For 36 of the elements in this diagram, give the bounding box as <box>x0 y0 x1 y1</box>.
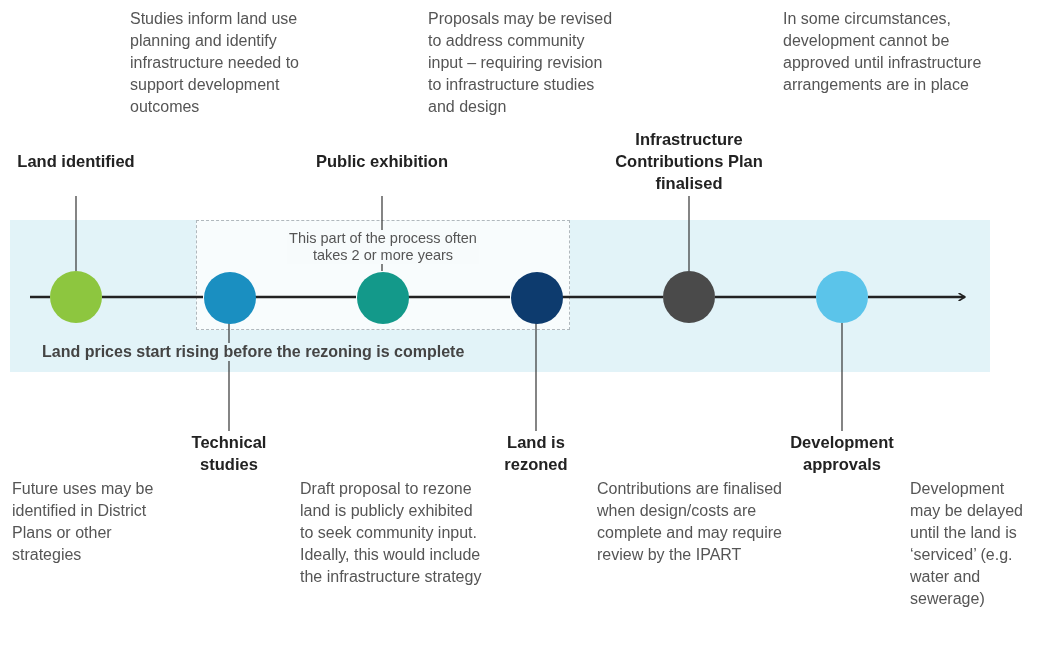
band-note: Land prices start rising before the rezoning is complete <box>42 343 465 361</box>
leader-line <box>228 322 230 432</box>
timeline-arrow <box>868 292 966 302</box>
milestone-title: Infrastructure Contributions Plan finalised <box>604 128 774 196</box>
timeline-circle <box>663 271 715 323</box>
leader-line <box>75 195 77 272</box>
timeline-line <box>562 295 663 299</box>
timeline-line <box>102 295 203 299</box>
period-note: This part of the process often takes 2 or more years <box>287 230 479 264</box>
description-text: Draft proposal to rezone land is publicly exhibited to seek community input. Ideally, this would include the infrastructure strategy <box>300 479 483 587</box>
milestone-title: Technical studies <box>164 431 294 477</box>
leader-line <box>535 322 537 432</box>
description-text: Contributions are finalised when design/costs are complete and may require review by the IPART <box>597 479 782 565</box>
description-text: Future uses may be identified in District Plans or other strategies <box>12 479 155 565</box>
milestone-title: Land is rezoned <box>476 431 596 477</box>
timeline-circle <box>204 272 256 324</box>
timeline-circle <box>357 272 409 324</box>
milestone-title: Public exhibition <box>312 150 452 196</box>
timeline-line <box>408 295 510 299</box>
milestone-title: Development approvals <box>762 431 922 477</box>
timeline-line <box>715 295 816 299</box>
leader-line <box>688 195 690 272</box>
timeline-line <box>255 295 356 299</box>
timeline-circle <box>511 272 563 324</box>
description-text: Development may be delayed until the land is ‘serviced’ (e.g. water and sewerage) <box>910 479 1024 609</box>
timeline-line <box>30 295 50 299</box>
timeline-circle <box>816 271 868 323</box>
description-text: In some circumstances, development cannot be approved until infrastructure arrangements are in place <box>783 9 983 95</box>
description-text: Proposals may be revised to address community input – requiring revision to infrastructure studies and design <box>428 9 614 117</box>
timeline-band <box>10 220 990 372</box>
description-text: Studies inform land use planning and identify infrastructure needed to support development outcomes <box>130 9 300 117</box>
milestone-title: Land identified <box>16 150 136 196</box>
timeline-circle <box>50 271 102 323</box>
period-box <box>196 220 570 330</box>
leader-line <box>841 322 843 432</box>
leader-line <box>381 195 383 272</box>
